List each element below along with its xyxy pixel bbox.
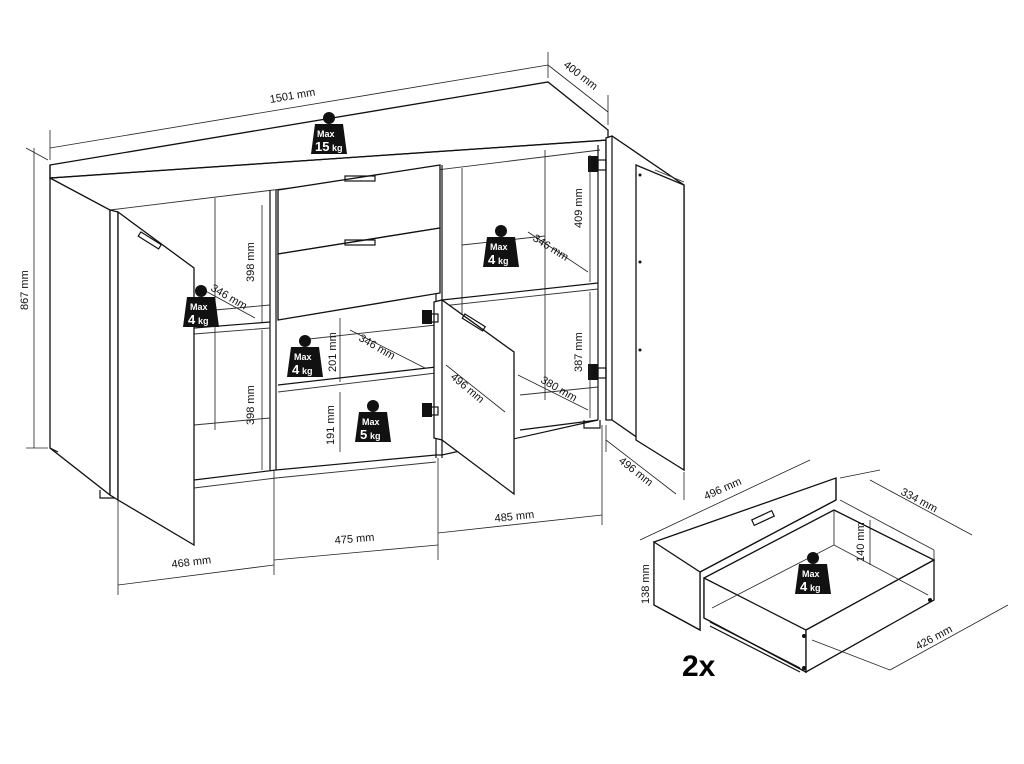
weight-icon-middle-upper: Max 4 kg	[287, 335, 323, 377]
dim-middle-lower: 191 mm	[325, 405, 337, 445]
dim-drawer-inner-height: 140 mm	[855, 522, 867, 562]
svg-text:kg: kg	[810, 583, 821, 593]
svg-text:Max: Max	[490, 242, 508, 252]
drawer-handle-lower	[344, 239, 376, 246]
left-side-panel	[49, 176, 111, 497]
weight-icon-left-shelf: Max 4 kg	[183, 285, 219, 327]
svg-text:kg: kg	[370, 431, 381, 441]
dim-left-upper: 398 mm	[245, 242, 257, 282]
middle-door-hinge-upper	[422, 310, 439, 324]
weight-icon-drawer: Max 4 kg	[795, 552, 831, 594]
dim-width: 1501 mm	[269, 87, 316, 106]
dim-middle-shelf-depth: 346 mm	[357, 332, 397, 362]
dim-left-lower: 398 mm	[245, 385, 257, 425]
dim-depth: 400 mm	[561, 59, 600, 93]
weight-icon-right-shelf: Max 4 kg	[483, 225, 519, 267]
weight-icon-top: Max 15 kg	[311, 112, 347, 154]
middle-door-hinge-lower	[422, 403, 439, 417]
drawer-quantity: 2x	[682, 650, 716, 683]
svg-text:Max: Max	[317, 129, 335, 139]
svg-text:kg: kg	[198, 316, 209, 326]
svg-text:5: 5	[360, 427, 367, 442]
drawer-handle-upper	[344, 175, 376, 182]
dim-right-shelf-depth: 346 mm	[530, 232, 570, 263]
dim-bottom-right: 485 mm	[494, 509, 535, 525]
dim-drawer-height: 138 mm	[640, 564, 652, 604]
dim-right-upper: 409 mm	[573, 188, 585, 228]
middle-door-handle	[461, 313, 487, 332]
drawer-front-lower	[277, 227, 441, 321]
svg-text:Max: Max	[802, 569, 820, 579]
right-door	[588, 135, 685, 472]
middle-door	[422, 299, 515, 496]
dimension-lines	[25, 52, 685, 595]
weight-icon-middle-lower: Max 5 kg	[355, 400, 391, 442]
svg-text:kg: kg	[302, 366, 313, 376]
svg-text:Max: Max	[294, 352, 312, 362]
svg-text:Max: Max	[190, 302, 208, 312]
dim-right-lower: 387 mm	[573, 332, 585, 372]
dim-middle-upper: 201 mm	[327, 332, 339, 372]
right-door-hinge-lower	[588, 364, 607, 380]
right-foot	[583, 420, 601, 429]
svg-text:15: 15	[315, 139, 329, 154]
dim-drawer-depth: 334 mm	[899, 486, 940, 515]
svg-text:kg: kg	[498, 256, 509, 266]
svg-text:4: 4	[292, 362, 300, 377]
svg-text:Max: Max	[362, 417, 380, 427]
dim-height: 867 mm	[19, 270, 31, 310]
svg-text:kg: kg	[332, 143, 343, 153]
drawer-handle	[750, 509, 776, 527]
left-door-handle	[137, 231, 163, 250]
right-door-hinge-upper	[588, 156, 607, 172]
svg-text:4: 4	[800, 579, 808, 594]
dim-right-door-width: 496 mm	[616, 455, 655, 489]
dim-drawer-width: 496 mm	[702, 476, 743, 503]
dim-bottom-middle: 475 mm	[334, 532, 375, 547]
svg-text:4: 4	[188, 312, 196, 327]
left-door	[109, 209, 195, 547]
dim-bottom-left: 468 mm	[171, 554, 212, 571]
svg-text:4: 4	[488, 252, 496, 267]
drawer-detail	[639, 459, 1009, 674]
